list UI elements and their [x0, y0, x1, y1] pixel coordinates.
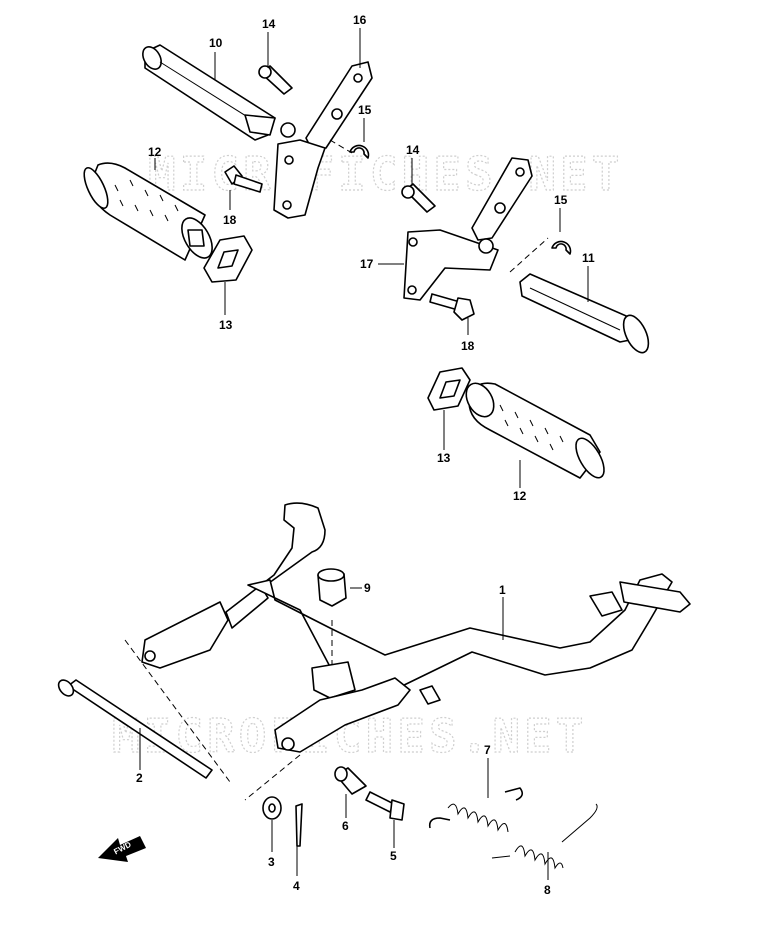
callout-17: 17 — [360, 257, 374, 271]
callout-15-right: 15 — [554, 193, 568, 207]
part-6-spacer — [334, 766, 367, 795]
callout-12-left: 12 — [148, 145, 162, 159]
callout-13-left: 13 — [219, 318, 233, 332]
part-18-bolt-left — [224, 165, 263, 193]
callout-3: 3 — [268, 855, 275, 869]
callout-4: 4 — [293, 879, 300, 893]
callout-11: 11 — [582, 251, 595, 265]
part-12-rubber-left — [83, 162, 213, 261]
callout-14-left: 14 — [262, 17, 276, 31]
callout-16: 16 — [353, 13, 367, 27]
part-18-bolt-right — [429, 293, 475, 321]
part-15-clip-right — [551, 240, 572, 255]
part-3-washer — [262, 796, 282, 820]
part-13-washer-left — [203, 235, 253, 283]
callout-18-left: 18 — [223, 213, 237, 227]
part-4-cotter-pin — [295, 803, 303, 847]
part-1-main-stand — [141, 502, 691, 753]
watermark-top: MICROFICHES.NET — [148, 147, 623, 201]
callout-15-left: 15 — [358, 103, 372, 117]
part-14-pin-right — [401, 183, 436, 213]
part-5-bolt — [365, 791, 405, 821]
callout-9: 9 — [364, 581, 371, 595]
part-7-spring — [428, 787, 524, 833]
part-14-pin-left — [258, 65, 293, 95]
callout-7: 7 — [484, 743, 491, 757]
callout-8: 8 — [544, 883, 551, 897]
part-13-washer-right — [427, 367, 471, 411]
part-11-footrest-right — [519, 273, 650, 354]
part-15-clip-left — [349, 144, 370, 159]
part-8-spring — [491, 803, 598, 870]
fwd-arrow-icon: FWD — [98, 836, 146, 862]
part-17-bracket-right — [403, 157, 533, 301]
callout-5: 5 — [390, 849, 397, 863]
callout-13-right: 13 — [437, 451, 451, 465]
callout-14-right: 14 — [406, 143, 420, 157]
callout-12-right: 12 — [513, 489, 527, 503]
callout-6: 6 — [342, 819, 349, 833]
callout-1: 1 — [499, 583, 506, 597]
callout-2: 2 — [136, 771, 143, 785]
callout-labels: 10 14 16 15 12 18 13 14 15 17 11 18 13 1… — [136, 13, 595, 897]
part-16-bracket-left — [273, 61, 373, 219]
callout-18-right: 18 — [461, 339, 475, 353]
part-10-footrest-left — [142, 44, 276, 141]
leader-lines — [139, 28, 589, 880]
part-12-rubber-right — [465, 382, 605, 479]
callout-10: 10 — [209, 36, 223, 50]
part-9-stopper — [317, 568, 347, 607]
